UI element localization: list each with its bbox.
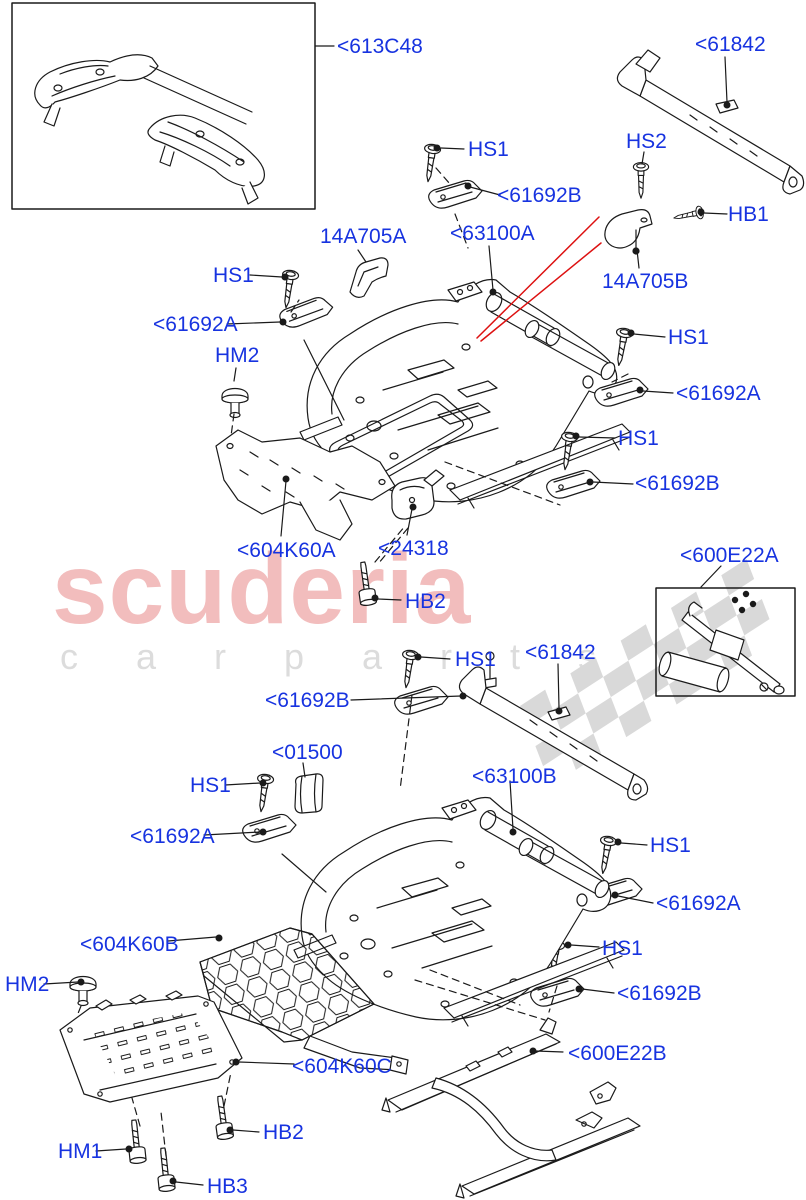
part-label-61842-2: <61842	[525, 641, 596, 664]
part-604K60B-drawing	[199, 927, 409, 1075]
part-24318-drawing	[391, 469, 445, 520]
part-label-HS2: HS2	[626, 130, 667, 153]
part-label-HM1: HM1	[58, 1140, 103, 1163]
part-label-14A705A: 14A705A	[320, 225, 407, 248]
part-label-HB2-1: HB2	[405, 590, 446, 613]
part-01500-drawing	[294, 773, 324, 814]
part-604K60C-drawing	[59, 990, 243, 1103]
part-label-HS1-5: HS1	[455, 648, 496, 671]
part-label-61842-1: <61842	[695, 33, 766, 56]
leader-lines	[43, 45, 728, 1186]
part-label-63100B: <63100B	[472, 765, 557, 788]
part-label-61692A-2: <61692A	[676, 382, 761, 405]
screw-HS1-7	[594, 834, 618, 876]
part-label-01500: <01500	[272, 741, 343, 764]
part-label-HB3: HB3	[207, 1175, 248, 1198]
part-label-61692A-4: <61692A	[656, 892, 741, 915]
part-61692B-3-drawing	[394, 685, 449, 715]
part-label-HB1: HB1	[728, 203, 769, 226]
screw-HS1-2	[277, 268, 300, 310]
part-600E22B-drawing	[381, 1017, 641, 1199]
part-label-61692B-1: <61692B	[497, 184, 582, 207]
part-label-HS1-4: HS1	[618, 427, 659, 450]
part-label-HB2-2: HB2	[263, 1121, 304, 1144]
assembly-dashed-lines	[76, 167, 629, 1157]
part-label-24318: <24318	[378, 537, 449, 560]
bolt-HM1	[125, 1118, 147, 1165]
part-label-61692B-4: <61692B	[617, 982, 702, 1005]
inset-box-600E22A	[655, 587, 796, 697]
part-label-61692A-3: <61692A	[130, 825, 215, 848]
bolt-HB2-2	[211, 1094, 235, 1141]
part-label-600E22B: <600E22B	[568, 1042, 667, 1065]
inset-box-613C48	[11, 2, 316, 210]
part-61692A-3-drawing	[242, 813, 297, 843]
part-61842-upper-drawing	[616, 49, 805, 195]
part-61692B-1-drawing	[428, 179, 483, 209]
part-label-63100A: <63100A	[450, 222, 535, 245]
part-label-61692B-3: <61692B	[265, 689, 350, 712]
screw-HS2	[632, 162, 650, 199]
part-label-604K60C: <604K60C	[292, 1055, 392, 1078]
part-label-604K60B: <604K60B	[80, 933, 179, 956]
leader-dots	[77, 101, 731, 1185]
part-label-HS1-6: HS1	[190, 774, 231, 797]
part-604K60A-drawing	[215, 429, 396, 541]
part-label-HM2-2: HM2	[5, 973, 50, 996]
part-label-61692A-1: <61692A	[153, 313, 238, 336]
part-14A705B-drawing	[604, 209, 653, 255]
part-label-HM2-1: HM2	[215, 344, 260, 367]
part-label-HS1-8: HS1	[602, 937, 643, 960]
part-label-HS1-3: HS1	[668, 326, 709, 349]
part-613C48-drawing	[34, 54, 265, 205]
part-label-613C48: <613C48	[337, 35, 423, 58]
part-label-HS1-1: HS1	[468, 138, 509, 161]
part-label-HS1-7: HS1	[650, 834, 691, 857]
part-label-61692B-2: <61692B	[635, 472, 720, 495]
part-14A705A-drawing	[349, 257, 389, 298]
part-label-HS1-2: HS1	[213, 264, 254, 287]
screw-HS1-6	[252, 772, 275, 814]
part-600E22A-drawing	[658, 590, 785, 695]
plug-HM2-1	[221, 387, 249, 419]
part-label-600E22A: <600E22A	[680, 544, 779, 567]
part-label-604K60A: <604K60A	[237, 539, 336, 562]
red-pointer-lines	[476, 216, 602, 342]
part-label-14A705B: 14A705B	[602, 270, 689, 293]
bolt-HB3	[154, 1146, 176, 1193]
